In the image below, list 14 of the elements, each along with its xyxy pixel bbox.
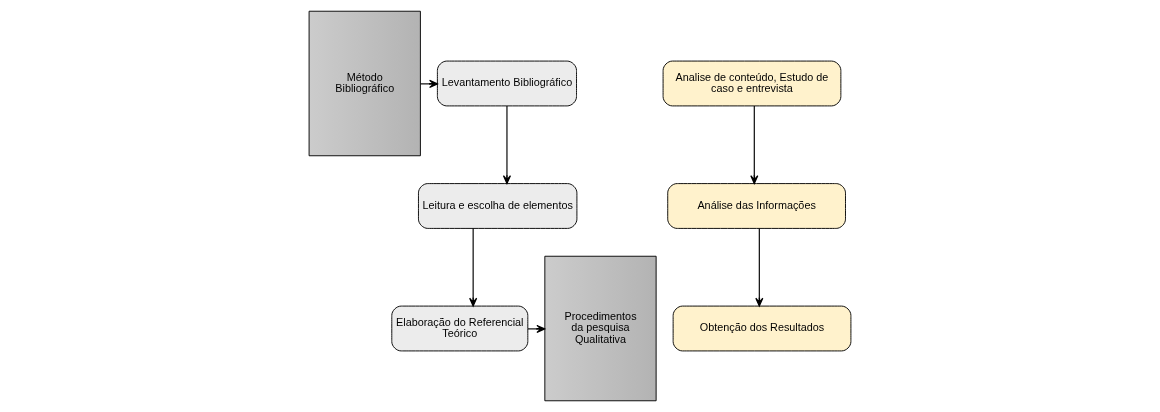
node-box: Levantamento Bibliográfico bbox=[436, 60, 577, 107]
arrow bbox=[527, 324, 546, 333]
node-box: Obtenção dos Resultados bbox=[672, 305, 852, 352]
arrow bbox=[419, 79, 438, 88]
node-box: Elaboração do Referencial Teórico bbox=[391, 305, 529, 352]
arrow bbox=[755, 227, 764, 307]
arrow bbox=[502, 105, 511, 185]
arrow bbox=[750, 105, 759, 185]
node-box: Analise de conteúdo, Estudo de caso e entrevista bbox=[662, 60, 842, 107]
node-box: Método Bibliográfico bbox=[308, 10, 421, 157]
node-box: Leitura e escolha de elementos bbox=[418, 183, 578, 229]
node-box: Análise das Informações bbox=[667, 183, 846, 229]
arrow bbox=[469, 227, 478, 307]
node-box: Procedimentos da pesquisa Qualitativa bbox=[544, 255, 657, 402]
